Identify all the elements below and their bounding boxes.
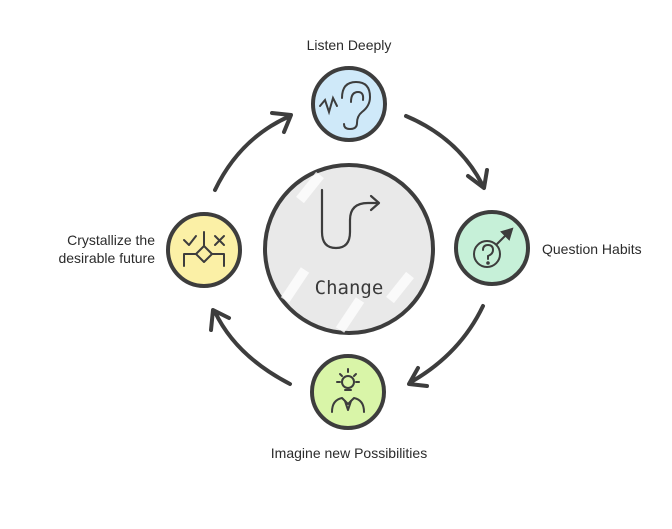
center-node: Change	[263, 163, 435, 335]
arrow-left-to-top-head	[270, 111, 293, 134]
arrow-right-to-bottom	[409, 304, 485, 384]
step-node-listen	[311, 66, 387, 142]
step-label-question: Question Habits	[542, 241, 642, 257]
step-node-imagine	[310, 354, 386, 430]
arrow-bottom-to-left	[213, 310, 292, 386]
step-label-listen: Listen Deeply	[306, 37, 392, 53]
arrow-top-to-right	[404, 114, 484, 186]
u-turn-arrow-icon	[320, 188, 381, 250]
step-label-crystallize: Crystallize the desirable future	[58, 232, 155, 266]
arrow-top-to-right-head	[466, 168, 489, 190]
step-label-imagine: Imagine new Possibilities	[270, 445, 428, 461]
lightbulb-person-icon	[331, 368, 365, 413]
center-label: Change	[315, 277, 384, 299]
step-node-question	[454, 210, 530, 286]
step-node-crystallize	[166, 212, 242, 288]
arrow-right-to-bottom-head	[407, 366, 429, 388]
question-gender-icon	[473, 227, 514, 268]
arrow-left-to-top	[213, 114, 292, 192]
decision-check-cross-icon	[183, 231, 225, 267]
ear-icon	[319, 80, 372, 131]
arrow-bottom-to-left-head	[209, 308, 231, 332]
